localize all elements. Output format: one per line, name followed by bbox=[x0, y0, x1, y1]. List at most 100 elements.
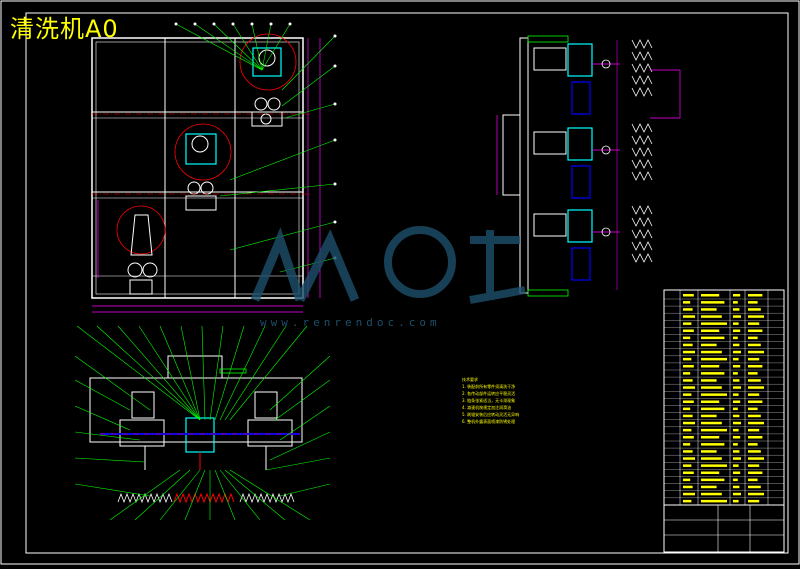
bom-cell-mark bbox=[683, 414, 693, 418]
drawing-title: 清洗机A0 bbox=[10, 15, 119, 43]
bom-cell-mark bbox=[683, 421, 695, 425]
bom-cell-mark bbox=[683, 443, 691, 446]
bom-cell-mark bbox=[733, 421, 741, 425]
bom-cell-mark bbox=[701, 400, 720, 403]
bom-cell-mark bbox=[748, 315, 764, 318]
bom-cell-mark bbox=[683, 357, 692, 361]
bom-cell-mark bbox=[683, 450, 693, 453]
bom-cell-mark bbox=[748, 357, 760, 361]
bom-cell-mark bbox=[733, 343, 740, 347]
bom-cell-mark bbox=[701, 329, 720, 332]
bom-cell-mark bbox=[701, 308, 717, 311]
bom-cell-mark bbox=[683, 485, 693, 489]
inner-border bbox=[25, 12, 789, 554]
bom-cell-mark bbox=[683, 308, 693, 311]
bom-cell-mark bbox=[701, 443, 725, 446]
bom-cell-mark bbox=[683, 499, 692, 503]
bom-cell-mark bbox=[701, 350, 722, 354]
bom-cell-mark bbox=[733, 478, 738, 482]
bill-of-materials bbox=[663, 289, 785, 553]
bom-cell-mark bbox=[733, 301, 738, 304]
bom-cell-mark bbox=[701, 457, 722, 460]
bom-cell-mark bbox=[701, 357, 727, 361]
bom-cell-mark bbox=[683, 315, 695, 318]
bom-cell-mark bbox=[683, 322, 692, 325]
bom-cell-mark bbox=[701, 315, 722, 318]
notes-heading: 技术要求 bbox=[462, 377, 478, 382]
bom-cell-mark bbox=[701, 301, 725, 304]
bom-cell-mark bbox=[748, 379, 761, 382]
bom-cell-mark bbox=[748, 308, 761, 311]
bom-cell-mark bbox=[733, 379, 740, 382]
bom-cell-mark bbox=[748, 336, 758, 340]
bom-cell-mark bbox=[701, 436, 720, 439]
side-view bbox=[496, 35, 681, 297]
bom-cell-mark bbox=[701, 336, 725, 340]
bom-cell-mark bbox=[701, 322, 727, 325]
bom-cell-mark bbox=[683, 329, 694, 332]
bom-cell-mark bbox=[733, 443, 738, 446]
bom-cell-mark bbox=[748, 400, 763, 403]
notes-line: 4. 减速机按规定加注润滑油 bbox=[462, 405, 512, 410]
bom-cell-mark bbox=[748, 471, 763, 474]
bom-cell-mark bbox=[701, 499, 727, 503]
bom-cell-mark bbox=[701, 414, 717, 418]
bom-cell-mark bbox=[733, 336, 738, 340]
bom-cell-mark bbox=[733, 315, 741, 318]
bom-cell-mark bbox=[748, 428, 760, 432]
bom-cell-mark bbox=[683, 301, 691, 304]
bom-cell-mark bbox=[683, 379, 693, 382]
bom-cell-mark bbox=[683, 350, 695, 354]
bom-cell-mark bbox=[748, 414, 761, 418]
bom-cell-mark bbox=[683, 492, 695, 496]
bom-cell-mark bbox=[683, 294, 694, 297]
bom-cell-mark bbox=[748, 343, 761, 347]
bom-cell-mark bbox=[733, 329, 741, 332]
bom-cell-mark bbox=[733, 485, 740, 489]
bom-cell-mark bbox=[683, 343, 693, 347]
watermark-logo bbox=[250, 226, 526, 304]
bom-cell-mark bbox=[733, 436, 741, 439]
bom-cell-mark bbox=[748, 464, 760, 467]
bom-cell-mark bbox=[748, 301, 758, 304]
bom-cell-mark bbox=[748, 499, 760, 503]
bom-cell-mark bbox=[748, 393, 760, 396]
bom-cell-mark bbox=[683, 464, 692, 467]
bom-cell-mark bbox=[701, 464, 727, 467]
bom-cell-mark bbox=[733, 400, 741, 403]
bom-cell-mark bbox=[748, 457, 764, 460]
bom-cell-mark bbox=[748, 365, 763, 368]
bom-cell-mark bbox=[683, 436, 694, 439]
bom-cell-mark bbox=[701, 294, 720, 297]
bom-cell-mark bbox=[701, 471, 720, 474]
notes-line: 5. 刷辊安装后应转动灵活无异响 bbox=[462, 412, 520, 417]
bom-cell-mark bbox=[701, 386, 722, 389]
bom-cell-mark bbox=[748, 443, 758, 446]
front-view bbox=[91, 22, 337, 313]
bom-cell-mark bbox=[683, 393, 692, 396]
bom-cell-mark bbox=[733, 492, 741, 496]
bom-cell-mark bbox=[683, 471, 694, 474]
bom-cell-mark bbox=[748, 407, 758, 411]
bom-cell-mark bbox=[683, 478, 691, 482]
bom-cell-mark bbox=[701, 372, 725, 375]
bom-cell-mark bbox=[683, 336, 691, 340]
bom-cell-mark bbox=[701, 365, 720, 368]
bom-cell-mark bbox=[683, 372, 691, 375]
bom-cell-mark bbox=[748, 294, 763, 297]
notes-line: 6. 整机外露表面喷漆防锈处理 bbox=[462, 419, 516, 424]
bom-cell-mark bbox=[733, 322, 739, 325]
top-view bbox=[74, 325, 331, 521]
bom-cell-mark bbox=[748, 421, 764, 425]
bom-cell-mark bbox=[733, 471, 741, 474]
bom-cell-mark bbox=[733, 350, 741, 354]
notes-line: 1. 装配前所有零件须清洗干净 bbox=[462, 384, 516, 389]
bom-cell-mark bbox=[701, 393, 727, 396]
bom-cell-mark bbox=[748, 450, 761, 453]
bom-cell-mark bbox=[748, 329, 763, 332]
bom-cell-mark bbox=[683, 365, 694, 368]
bom-cell-mark bbox=[683, 386, 695, 389]
bom-cell-mark bbox=[748, 436, 763, 439]
bom-cell-mark bbox=[701, 421, 722, 425]
